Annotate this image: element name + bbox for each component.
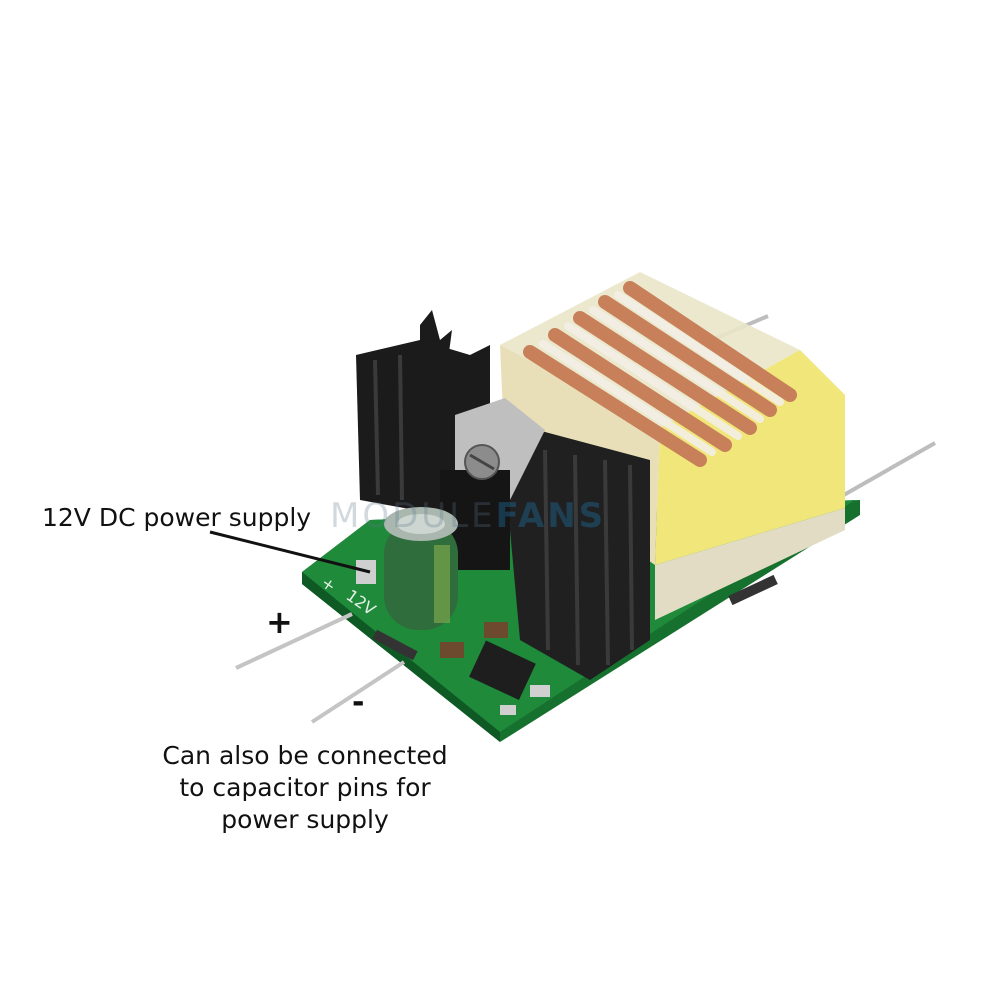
electrolytic-capacitor [384, 507, 458, 630]
minus-sign-label: - [352, 685, 365, 720]
capacitor-note: Can also be connected to capacitor pins … [130, 740, 480, 836]
pin-header-left [372, 629, 418, 661]
watermark: MODULEFANS [330, 496, 606, 536]
plus-sign-label: + [266, 603, 293, 641]
capacitor-note-line: to capacitor pins for [179, 773, 431, 802]
copper-coil [523, 281, 797, 467]
capacitor-note-line: power supply [221, 805, 389, 834]
watermark-part1: MODULE [330, 496, 496, 536]
capacitor-note-line: Can also be connected [162, 741, 448, 770]
pin-header-right [728, 574, 778, 606]
hv-lead-right [834, 441, 936, 502]
pointer-line [209, 530, 371, 574]
positive-lead [235, 612, 353, 670]
transistor [440, 398, 545, 570]
watermark-part2: FANS [495, 496, 607, 536]
power-supply-label: 12V DC power supply [42, 503, 312, 532]
negative-lead [310, 660, 406, 724]
